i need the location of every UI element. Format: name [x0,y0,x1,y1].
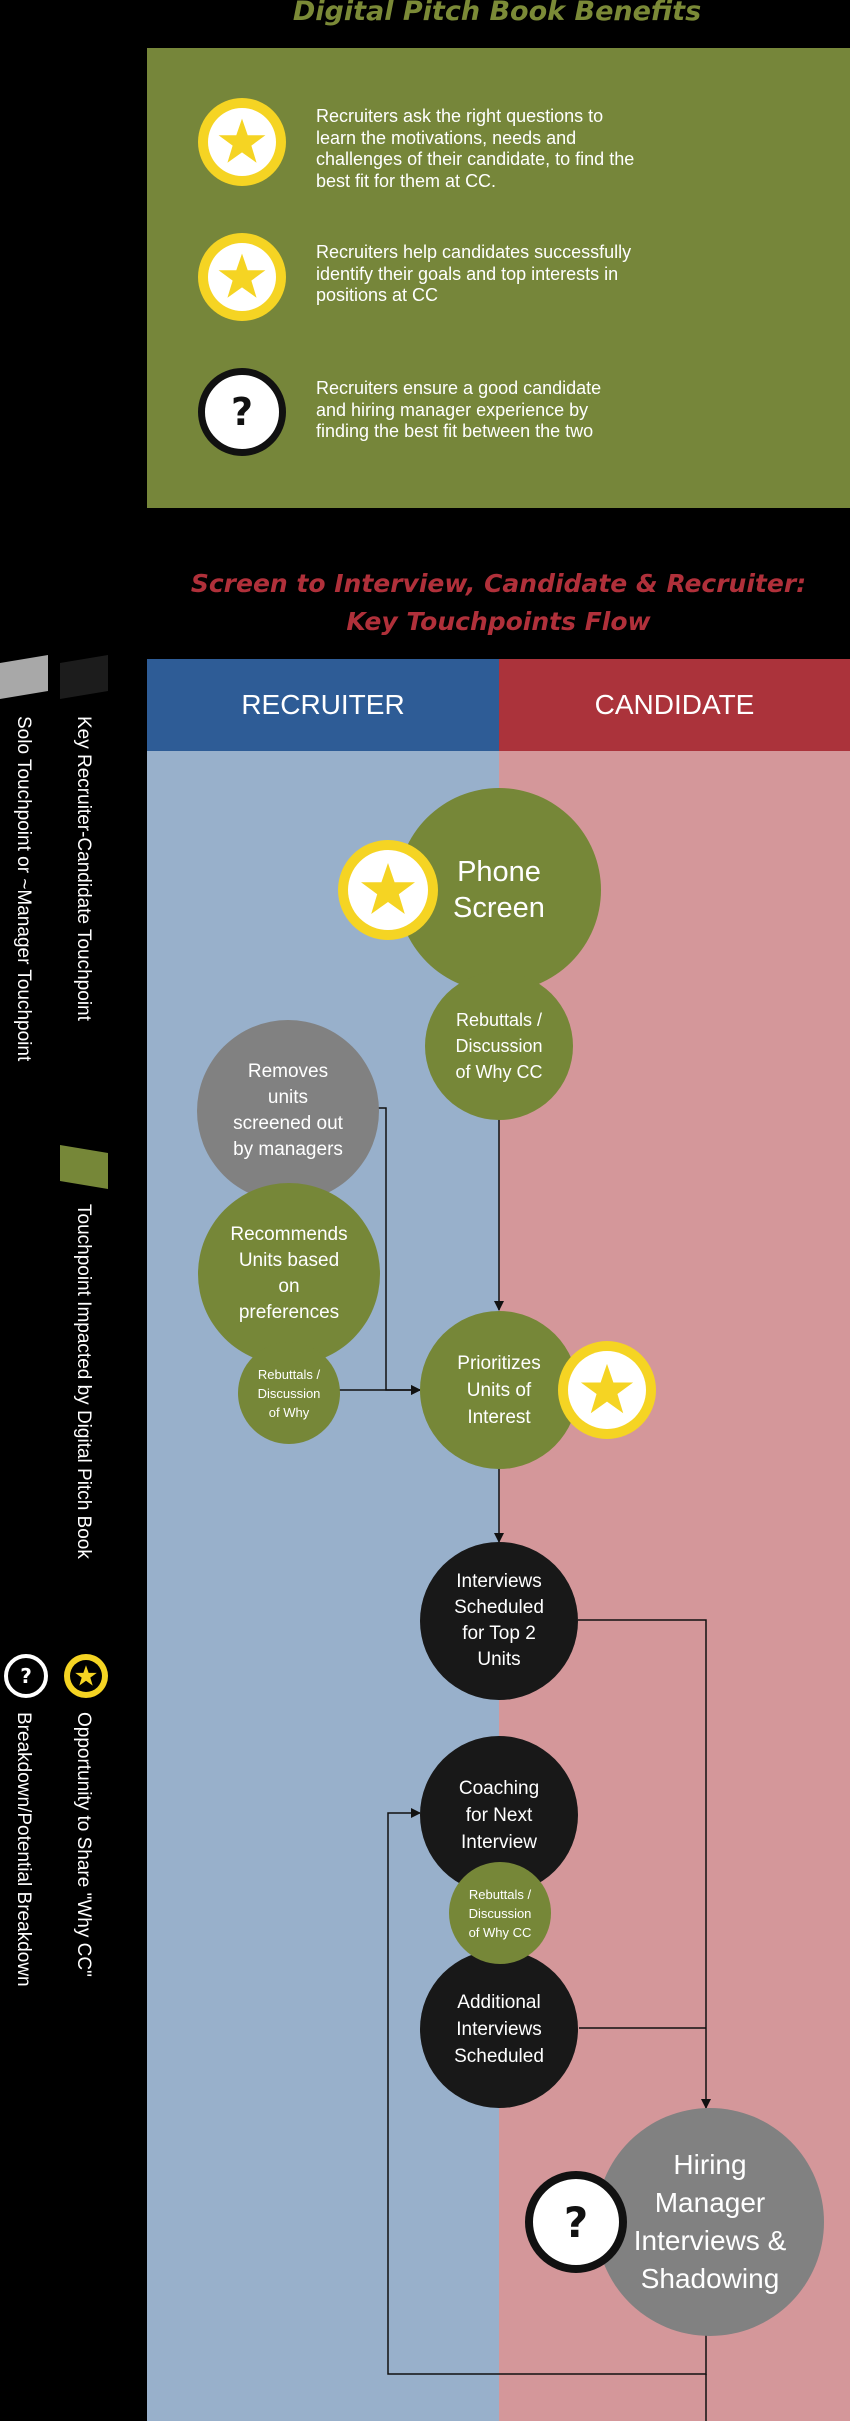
flow-title-line-2: Key Touchpoints Flow [346,607,651,636]
star-icon [361,863,415,914]
legend-solo-touchpoint: Solo Touchpoint or ~Manager Touchpoint [13,716,34,1062]
opportunity-badge [338,840,438,940]
star-icon [64,1654,108,1698]
question-icon: ? [4,1654,48,1698]
benefit-text-2: Recruiters help candidates successfully … [316,242,632,305]
dark-swatch-icon [60,655,108,699]
grey-swatch-icon [0,655,48,699]
benefit-text-3: Recruiters ensure a good candidate and h… [316,378,602,441]
question-icon: ? [198,368,286,456]
star-icon [198,98,286,186]
opportunity-badge [558,1341,656,1439]
legend-impacted: Touchpoint Impacted by Digital Pitch Boo… [73,1204,94,1559]
star-icon [580,1363,634,1414]
connector-interviews-to-hiring [578,1619,711,2109]
star-icon [198,233,286,321]
question-icon: ? [525,2171,627,2273]
connector-loop-to-coaching [387,1808,707,2375]
legend-opportunity: Opportunity to Share "Why CC" [73,1712,94,1977]
flow-title: Screen to Interview, Candidate & Recruit… [147,565,850,641]
benefit-text-1: Recruiters ask the right questions to le… [316,106,635,191]
legend-breakdown: Breakdown/Potential Breakdown [13,1712,34,1987]
flow-title-line-1: Screen to Interview, Candidate & Recruit… [190,569,807,598]
green-swatch-icon [60,1145,108,1189]
candidate-column-header: CANDIDATE [499,659,850,751]
page-title: Digital Pitch Book Benefits [292,0,702,27]
recruiter-column-header: RECRUITER [147,659,499,751]
legend-key-touchpoint: Key Recruiter-Candidate Touchpoint [73,716,94,1021]
